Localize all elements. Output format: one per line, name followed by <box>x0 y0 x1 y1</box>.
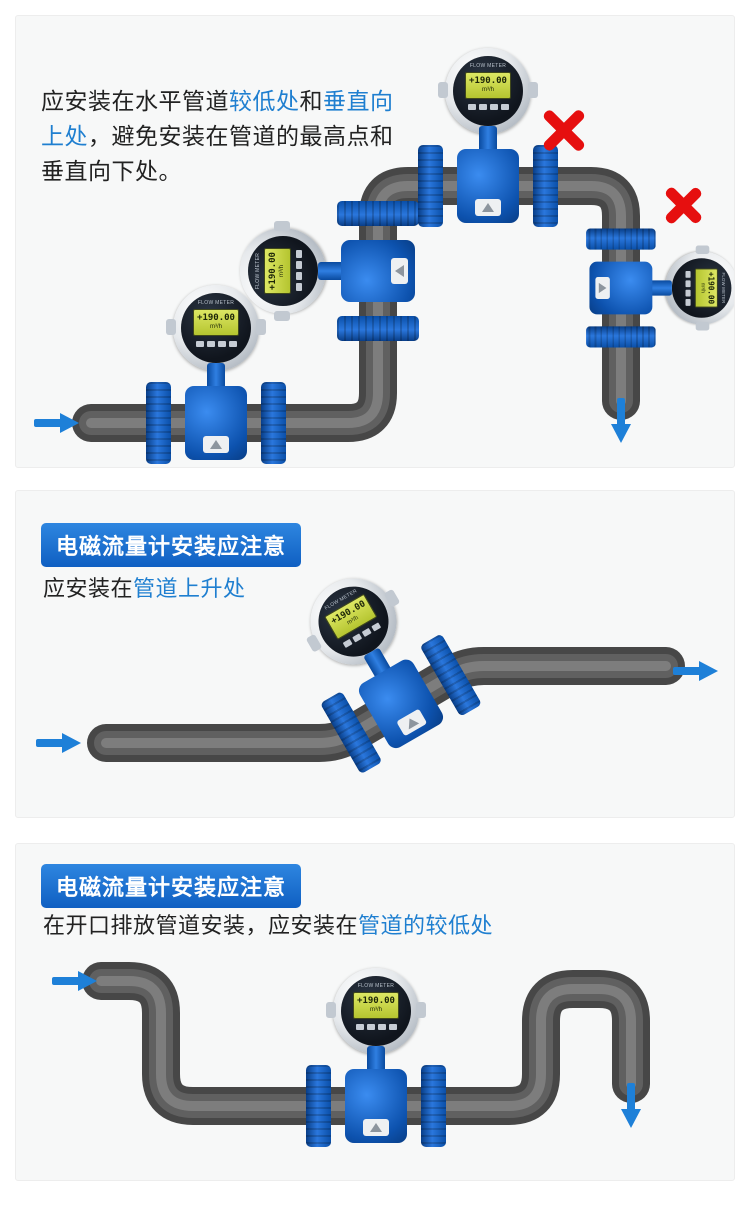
meter-flow-value: +190.00 <box>197 313 235 323</box>
flowmeter-vertical-downflow-wrong: FLOW METER +190.00 m³/h <box>584 224 734 352</box>
instruction-segment: ，避免安装在管道的最高点和垂直向下处。 <box>41 123 394 184</box>
flowmeter-low-point-correct: FLOW METER +190.00 m³/h <box>301 968 451 1150</box>
flowmeter-low-horizontal-correct: FLOW METER +190.00 m³/h <box>141 285 291 467</box>
meter-display-head: FLOW METER +190.00 m³/h <box>166 285 266 371</box>
meter-flange-right <box>586 326 656 348</box>
meter-flow-value: +190.00 <box>705 271 715 305</box>
meter-nameplate <box>396 708 428 737</box>
meter-neck <box>479 126 497 152</box>
meter-body <box>341 240 415 302</box>
flow-direction-arrow-down <box>621 1083 641 1129</box>
meter-flange-right <box>421 1065 446 1147</box>
meter-body <box>589 261 653 315</box>
meter-flange-right <box>261 382 286 464</box>
meter-body <box>457 149 519 223</box>
flow-direction-arrow-down <box>611 398 631 444</box>
instruction-segment: 应安装在 <box>43 576 134 601</box>
meter-lcd-screen: +190.00 m³/h <box>353 992 399 1019</box>
wrong-installation-x-icon <box>663 185 705 227</box>
meter-lcd-screen: +190.00 m³/h <box>264 248 291 294</box>
instruction-segment: 和 <box>299 88 323 114</box>
meter-keypad <box>453 104 523 110</box>
meter-keypad <box>181 341 251 347</box>
meter-neck <box>649 280 672 296</box>
meter-flow-value: +190.00 <box>357 996 395 1006</box>
electromagnetic-flowmeter: FLOW METER +190.00 m³/h <box>584 224 734 352</box>
electromagnetic-flowmeter: FLOW METER +190.00 m³/h <box>413 48 563 230</box>
meter-face: FLOW METER +190.00 m³/h <box>671 258 732 318</box>
meter-brand-label: FLOW METER <box>197 300 235 306</box>
instruction-segment-highlight: 较低处 <box>229 88 300 114</box>
flowmeter-vertical-upflow-correct: FLOW METER +190.00 m³/h <box>240 196 422 346</box>
panel2-instruction-text: 应安装在管道上升处 <box>43 571 246 603</box>
meter-keypad <box>685 258 691 318</box>
panel-open-discharge: 电磁流量计安装应注意 在开口排放管道安装，应安装在管道的较低处 FLOW MET… <box>15 843 735 1181</box>
meter-keypad <box>341 1024 411 1030</box>
meter-brand-label: FLOW METER <box>255 252 261 290</box>
meter-display-head: FLOW METER +190.00 m³/h <box>240 228 326 314</box>
meter-face: FLOW METER +190.00 m³/h <box>181 293 251 363</box>
panel3-instruction-text: 在开口排放管道安装，应安装在管道的较低处 <box>43 908 493 940</box>
notice-badge: 电磁流量计安装应注意 <box>41 523 302 567</box>
meter-display-head: FLOW METER +190.00 m³/h <box>326 968 426 1054</box>
flow-direction-arrow-in <box>36 733 82 753</box>
meter-brand-label: FLOW METER <box>357 983 395 989</box>
meter-brand-label: FLOW METER <box>469 63 507 69</box>
meter-body <box>185 386 247 460</box>
meter-flange-right <box>337 201 419 226</box>
meter-nameplate <box>391 258 408 284</box>
instruction-segment: 应安装在水平管道 <box>41 88 229 114</box>
meter-neck <box>207 363 225 389</box>
meter-flow-unit: m³/h <box>482 87 494 93</box>
meter-flange-left <box>418 145 443 227</box>
meter-lcd-screen: +190.00 m³/h <box>193 309 239 336</box>
meter-brand-label: FLOW METER <box>720 272 726 304</box>
meter-face: FLOW METER +190.00 m³/h <box>453 56 523 126</box>
meter-flange-left <box>337 316 419 341</box>
meter-face: FLOW METER +190.00 m³/h <box>341 976 411 1046</box>
instruction-segment-highlight: 垂直向上处 <box>41 88 394 149</box>
meter-flange-right <box>533 145 558 227</box>
flow-direction-arrow-out <box>673 661 719 681</box>
notice-badge: 电磁流量计安装应注意 <box>41 864 302 908</box>
flow-direction-arrow-in <box>34 413 80 433</box>
meter-nameplate <box>203 436 229 453</box>
meter-flange-left <box>146 382 171 464</box>
electromagnetic-flowmeter: FLOW METER +190.00 m³/h <box>301 968 451 1150</box>
meter-display-head: FLOW METER +190.00 m³/h <box>438 48 538 134</box>
meter-keypad <box>296 236 302 306</box>
meter-nameplate <box>475 199 501 216</box>
meter-flange-left <box>586 228 656 250</box>
meter-lcd-screen: +190.00 m³/h <box>694 268 718 308</box>
meter-flange-left <box>306 1065 331 1147</box>
meter-nameplate <box>363 1119 389 1136</box>
pipe-run <box>72 167 640 442</box>
meter-lcd-screen: +190.00 m³/h <box>465 72 511 99</box>
wrong-installation-x-icon <box>540 107 588 155</box>
panel1-instruction-text: 应安装在水平管道较低处和垂直向上处，避免安装在管道的最高点和垂直向下处。 <box>41 84 397 189</box>
flowmeter-high-point-wrong: FLOW METER +190.00 m³/h <box>413 48 563 230</box>
instruction-segment: 在开口排放管道安装，应安装在 <box>43 913 359 938</box>
electromagnetic-flowmeter: FLOW METER +190.00 m³/h <box>141 285 291 467</box>
meter-flow-unit: m³/h <box>210 324 222 330</box>
meter-flow-unit: m³/h <box>370 1007 382 1013</box>
meter-neck <box>367 1046 385 1072</box>
instruction-segment-highlight: 管道的较低处 <box>358 913 494 938</box>
flow-direction-arrow-in <box>52 971 98 991</box>
panel-rising-pipe: 电磁流量计安装应注意 应安装在管道上升处 FLOW METER +190.00 … <box>15 490 735 818</box>
meter-display-head: FLOW METER +190.00 m³/h <box>665 251 734 325</box>
meter-flow-value: +190.00 <box>469 76 507 86</box>
meter-nameplate <box>595 276 610 300</box>
meter-face: FLOW METER +190.00 m³/h <box>248 236 318 306</box>
meter-flow-unit: m³/h <box>279 265 285 277</box>
meter-flow-value: +190.00 <box>268 252 278 290</box>
meter-body <box>345 1069 407 1143</box>
electromagnetic-flowmeter: FLOW METER +190.00 m³/h <box>240 196 422 346</box>
pipe-run <box>82 962 650 1125</box>
panel-horizontal-rules: 应安装在水平管道较低处和垂直向上处，避免安装在管道的最高点和垂直向下处。 FLO… <box>15 15 735 468</box>
instruction-segment-highlight: 管道上升处 <box>133 576 246 601</box>
